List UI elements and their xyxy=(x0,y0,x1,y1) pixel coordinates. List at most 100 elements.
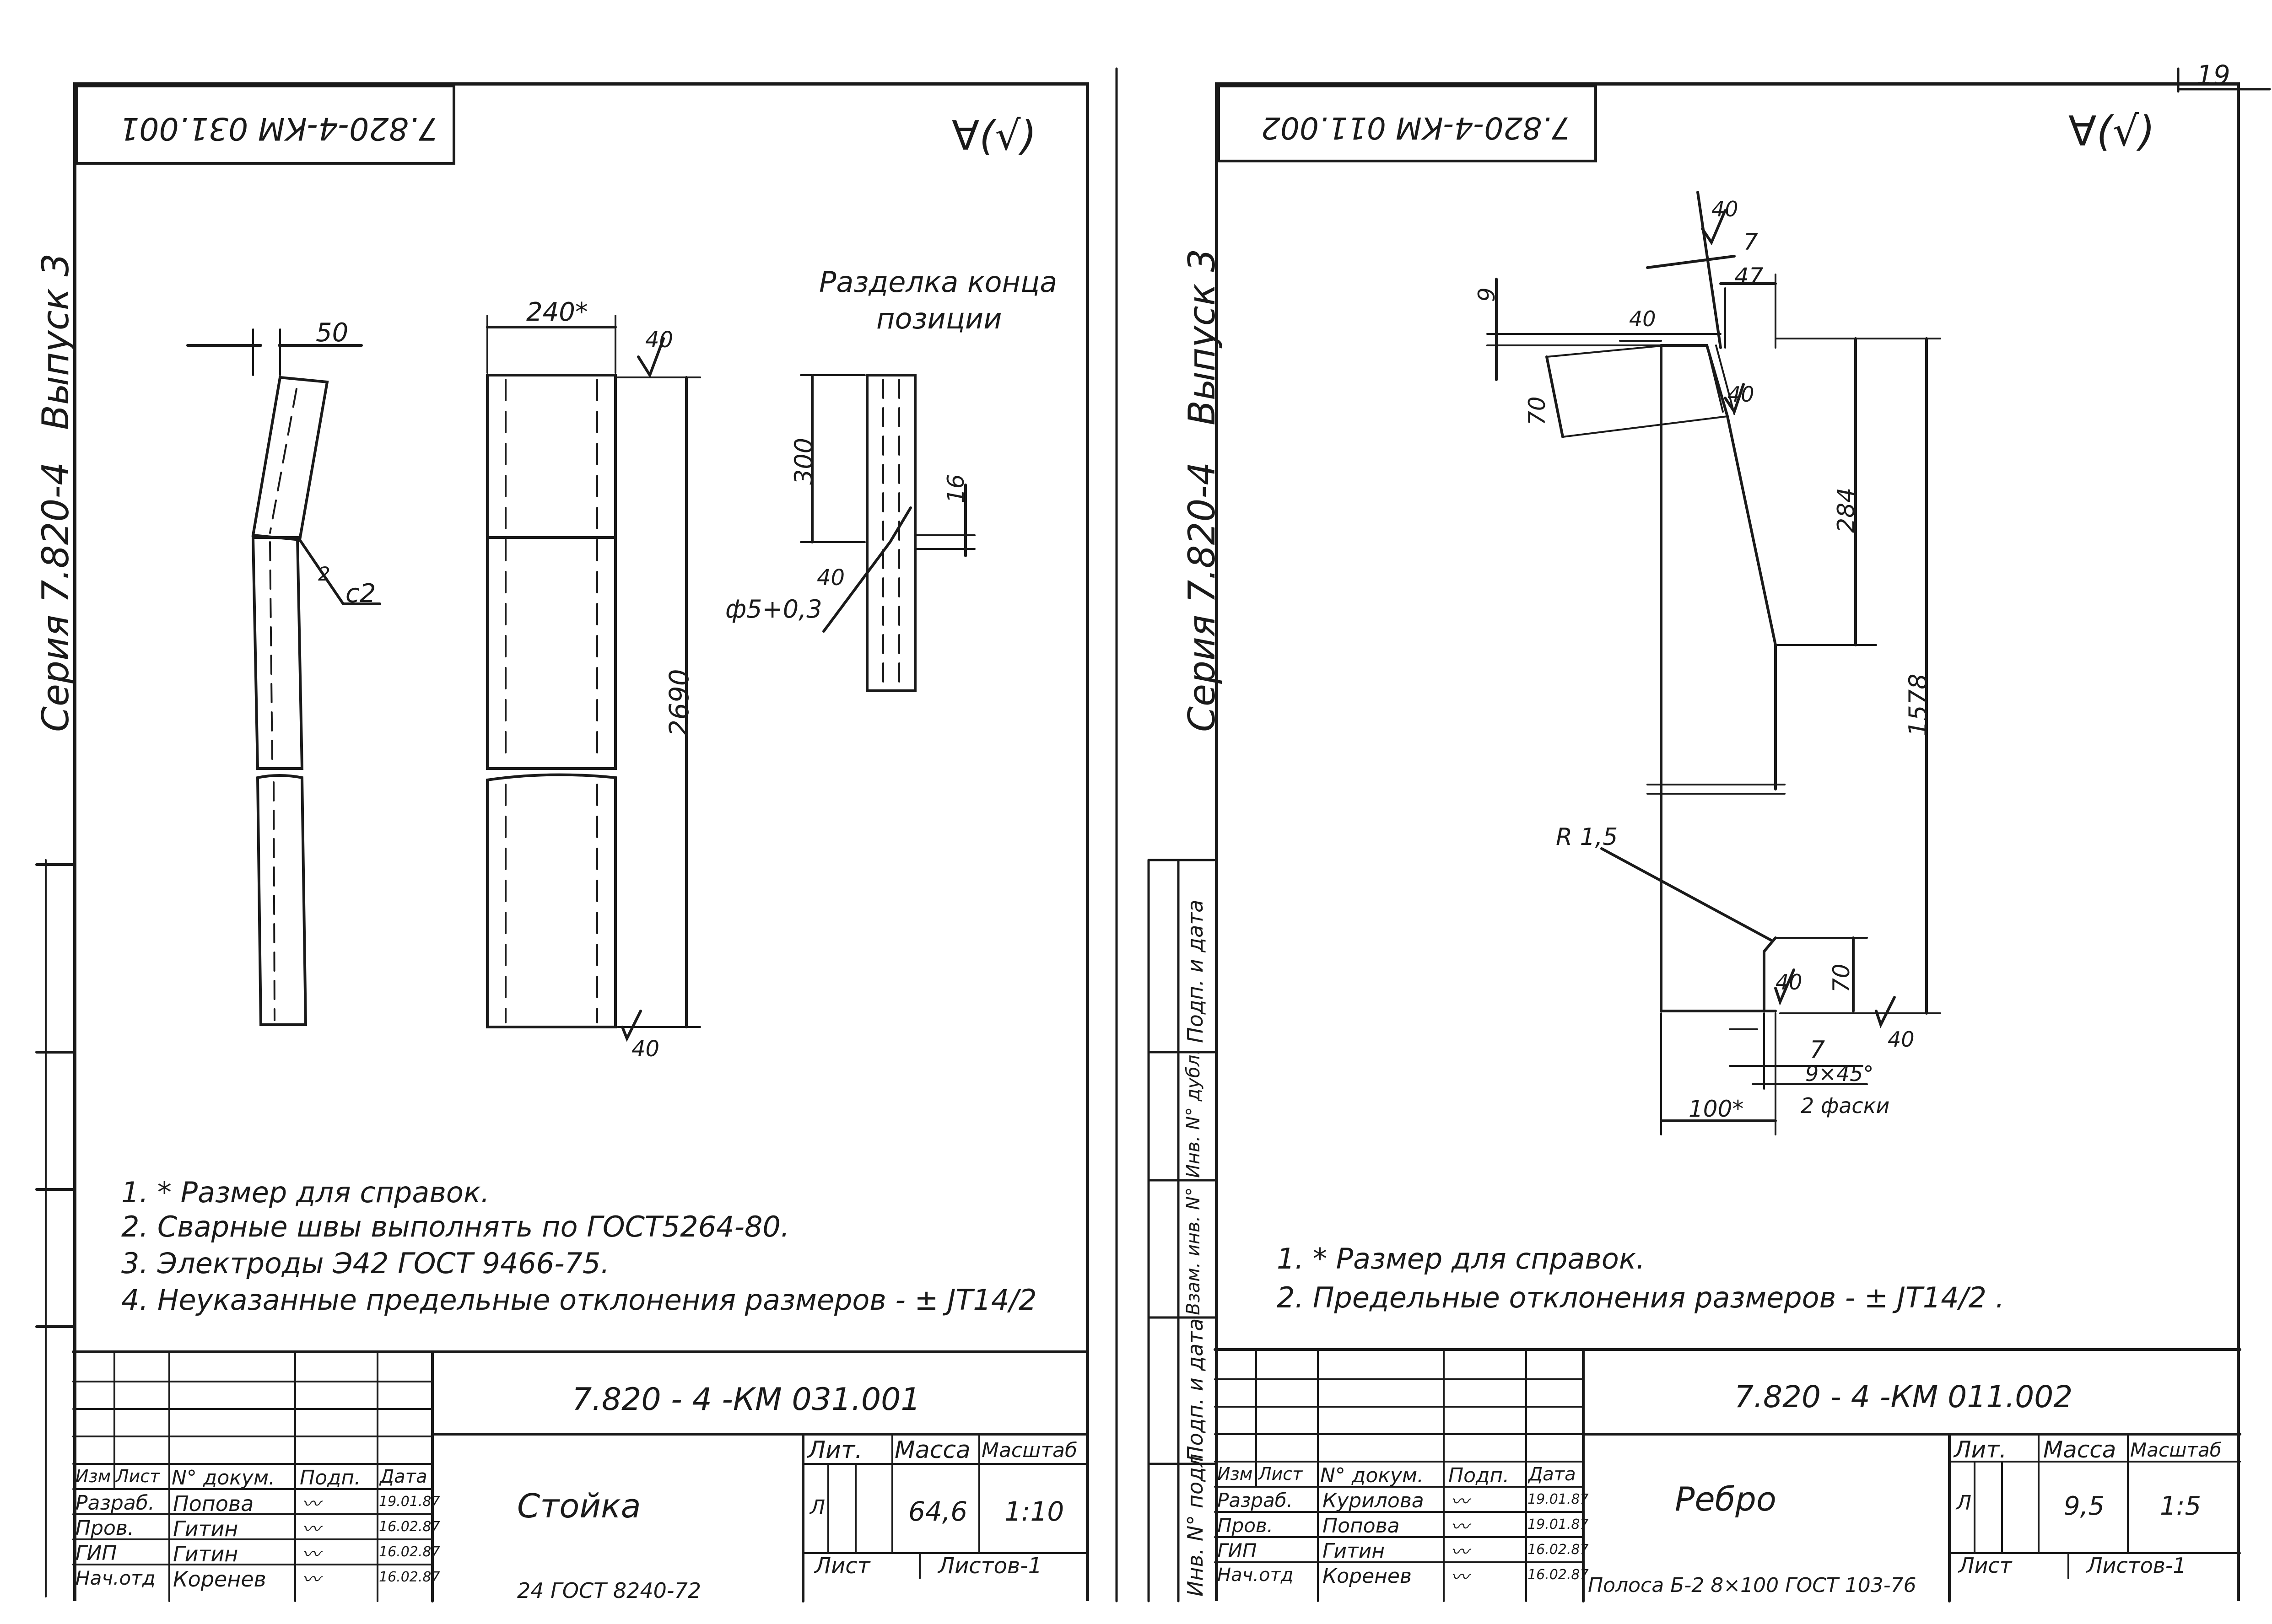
right-row-name-3: Гитин xyxy=(1322,1539,1385,1563)
left-header-doc: N° докум. xyxy=(172,1466,275,1490)
dim-1578: 1578 xyxy=(1904,673,1932,737)
right-lit-label: Лит. xyxy=(1954,1436,2007,1463)
right-material: Полоса Б-2 8×100 ГОСТ 103-76 xyxy=(1588,1574,1916,1597)
left-mass-label: Масса xyxy=(895,1436,971,1464)
weld-40-top: 40 xyxy=(645,327,674,353)
left-lit-value: Л xyxy=(810,1496,826,1519)
left-row-name-3: Гитин xyxy=(173,1542,238,1566)
left-side-label-series: Серия 7.820-4 xyxy=(34,462,77,732)
right-signature-1: 〰 xyxy=(1451,1491,1469,1512)
right-row-name-1: Курилова xyxy=(1322,1489,1424,1512)
dim-2690: 2690 xyxy=(664,669,695,737)
weld-40-left: 40 xyxy=(1629,307,1656,331)
left-row-date-3: 16.02.87 xyxy=(379,1544,440,1560)
right-mass-label: Масса xyxy=(2043,1436,2116,1463)
left-row-role-3: ГИП xyxy=(76,1542,117,1565)
left-row-name-4: Коренев xyxy=(173,1567,266,1592)
side-table-inv-podl: Инв. N° подл xyxy=(1183,1453,1208,1597)
right-header-list: Лист xyxy=(1258,1464,1303,1484)
left-title-code: 7.820 - 4 -КМ 031.001 xyxy=(572,1382,921,1418)
left-row-role-4: Нач.отд xyxy=(76,1567,156,1589)
left-signature-4: 〰 xyxy=(302,1569,320,1590)
weld-40-low: 40 xyxy=(1776,970,1802,995)
weld-40-mid: 40 xyxy=(1727,382,1754,407)
dim-phi5: ф5+0,3 xyxy=(725,595,822,624)
left-material: 24 ГОСТ 8240-72 xyxy=(517,1578,702,1603)
left-header-list: Лист xyxy=(116,1466,160,1486)
left-row-date-1: 19.01.87 xyxy=(379,1494,440,1510)
right-title-code: 7.820 - 4 -КМ 011.002 xyxy=(1734,1379,2073,1414)
side-table-inv-dubl: Инв. N° дубл. xyxy=(1183,1049,1204,1178)
right-header-izm: Изм xyxy=(1217,1464,1253,1484)
left-header-podp: Подп. xyxy=(300,1466,361,1490)
weld-40-top-right: 40 xyxy=(1711,197,1738,221)
left-roughness-symbol: ∀(√) xyxy=(952,112,1036,159)
side-table-vzam-inv: Взам. инв. N° xyxy=(1183,1187,1204,1315)
dim-284: 284 xyxy=(1833,487,1860,533)
weld-40-detail: 40 xyxy=(817,565,845,591)
right-header-doc: N° докум. xyxy=(1320,1464,1424,1487)
left-drawing-sheet xyxy=(73,82,1089,1601)
right-sheet-label: Лист xyxy=(1959,1553,2012,1578)
dim-c2: c2 xyxy=(345,579,376,608)
left-signature-1: 〰 xyxy=(302,1494,320,1515)
right-row-date-4: 16.02.87 xyxy=(1527,1567,1589,1583)
right-header-data: Дата xyxy=(1528,1464,1576,1485)
right-lit-value: Л xyxy=(1956,1491,1972,1515)
left-stamp-code-text: 7.820-4-КМ 031.001 xyxy=(119,110,438,146)
left-row-role-2: Пров. xyxy=(76,1516,134,1540)
left-header-izm: Изм xyxy=(76,1466,111,1486)
dim-300: 300 xyxy=(789,437,818,485)
right-side-label-issue: Выпуск 3 xyxy=(1181,248,1223,425)
right-scale-label: Масштаб xyxy=(2130,1439,2222,1461)
dim-70-bottom: 70 xyxy=(1828,963,1855,993)
left-sheet-label: Лист xyxy=(815,1553,870,1579)
left-row-date-2: 16.02.87 xyxy=(379,1519,440,1535)
left-signature-3: 〰 xyxy=(302,1544,320,1565)
right-row-role-1: Разраб. xyxy=(1217,1489,1293,1511)
dim-70-top: 70 xyxy=(1524,396,1550,425)
right-header-podp: Подп. xyxy=(1448,1464,1510,1487)
right-roughness-symbol: ∀(√) xyxy=(2068,108,2155,156)
right-title-name: Ребро xyxy=(1675,1480,1776,1518)
left-note-2: 2. Сварные швы выполнять по ГОСТ5264-80. xyxy=(121,1210,790,1243)
left-note-1: 1. * Размер для справок. xyxy=(121,1176,490,1209)
left-scale-label: Масштаб xyxy=(982,1439,1078,1462)
right-signature-3: 〰 xyxy=(1451,1542,1469,1563)
right-row-name-2: Попова xyxy=(1322,1514,1400,1538)
right-drawing-code-stamp: 7.820-4-КМ 011.002 xyxy=(1217,85,1597,162)
dim-47: 47 xyxy=(1734,263,1764,290)
dim-16: 16 xyxy=(943,474,969,503)
left-header-data: Дата xyxy=(380,1466,427,1487)
left-scale-value: 1:10 xyxy=(1004,1496,1064,1527)
left-drawing-code-stamp: 7.820-4-КМ 031.001 xyxy=(76,85,455,165)
weld-40-bottom: 40 xyxy=(631,1036,660,1062)
detail-title-line1: Разделка конца xyxy=(819,265,1058,299)
right-signature-4: 〰 xyxy=(1451,1567,1469,1588)
right-side-label-series: Серия 7.820-4 xyxy=(1181,462,1223,732)
right-mass-value: 9,5 xyxy=(2064,1491,2105,1521)
right-row-role-3: ГИП xyxy=(1217,1539,1257,1562)
right-row-name-4: Коренев xyxy=(1322,1565,1412,1588)
right-note-2: 2. Предельные отклонения размеров - ± JT… xyxy=(1277,1281,2005,1314)
dim-r1-5: R 1,5 xyxy=(1556,823,1618,851)
right-note-1: 1. * Размер для справок. xyxy=(1277,1242,1646,1275)
right-stamp-code-text: 7.820-4-КМ 011.002 xyxy=(1261,110,1571,145)
left-title-name: Стойка xyxy=(517,1487,641,1525)
dim-c2-small: 2 xyxy=(318,563,330,585)
left-lit-label: Лит. xyxy=(808,1436,863,1464)
left-row-name-1: Попова xyxy=(173,1491,254,1516)
left-row-date-4: 16.02.87 xyxy=(379,1569,440,1585)
right-row-date-1: 19.01.87 xyxy=(1527,1491,1589,1507)
right-row-date-2: 19.01.87 xyxy=(1527,1516,1589,1533)
right-row-role-2: Пров. xyxy=(1217,1514,1274,1537)
side-table-podp-data-1: Подп. и дата xyxy=(1183,899,1208,1043)
left-row-name-2: Гитин xyxy=(173,1516,238,1541)
dim-100: 100* xyxy=(1689,1096,1744,1122)
dim-50: 50 xyxy=(316,318,349,348)
dim-chamfer: 9×45° xyxy=(1805,1061,1874,1086)
right-row-date-3: 16.02.87 xyxy=(1527,1542,1589,1558)
left-sheets-label: Листов-1 xyxy=(938,1553,1042,1579)
left-signature-2: 〰 xyxy=(302,1519,320,1540)
